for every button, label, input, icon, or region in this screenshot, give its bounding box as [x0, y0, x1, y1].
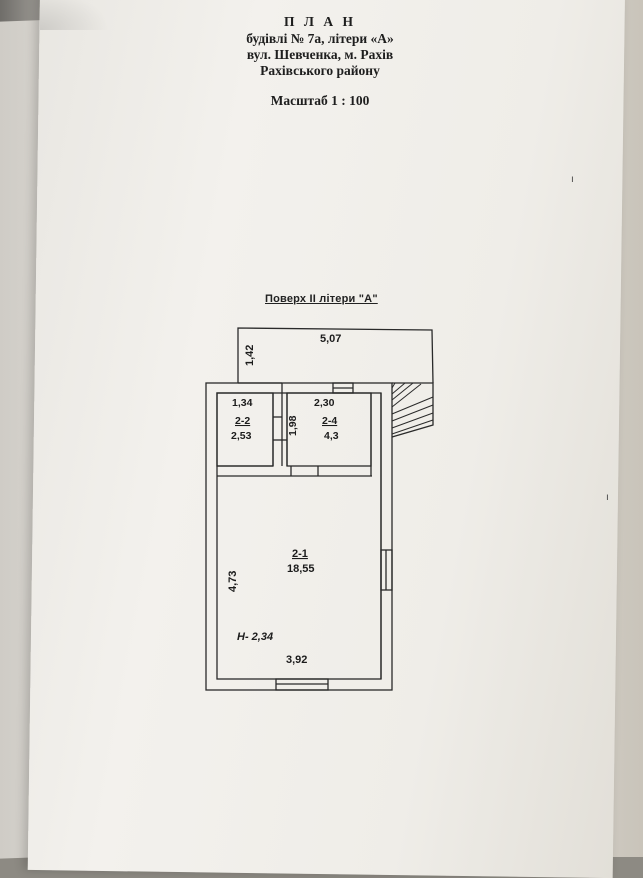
- margin-mark: ı: [571, 174, 574, 185]
- balcony-width: 5,07: [320, 333, 341, 345]
- floor-plan-drawing: 5,07 1,42 1,34 2-2 2,53 2,30 1,98 2-4 4,…: [205, 327, 434, 691]
- room-2-1-depth: 4,73: [227, 571, 239, 592]
- margin-mark: ı: [606, 492, 609, 503]
- building-line: будівлі № 7а, літери «А»: [246, 31, 394, 46]
- room-2-4-depth: 1,98: [287, 415, 299, 436]
- street-line: вул. Шевченка, м. Рахів: [246, 47, 394, 62]
- balcony-depth: 1,42: [244, 345, 256, 366]
- page-shadow: [40, 0, 110, 30]
- room-2-4-id: 2-4: [322, 415, 337, 427]
- scale-label: Масштаб 1 : 100: [270, 93, 370, 108]
- document-title: П Л А Н: [284, 14, 356, 29]
- floor-title: Поверх ІІ літери "А": [265, 293, 378, 305]
- room-2-1-area: 18,55: [287, 563, 315, 575]
- room-2-2-id: 2-2: [235, 415, 250, 427]
- room-2-4-area: 4,3: [324, 430, 339, 442]
- room-2-2-area: 2,53: [231, 430, 252, 442]
- balcony-outline: [237, 327, 434, 384]
- room-2-4-width: 2,30: [314, 397, 335, 409]
- room-2-1-width: 3,92: [286, 654, 307, 666]
- room-2-1-id: 2-1: [292, 548, 308, 560]
- district-line: Рахівського району: [260, 63, 380, 78]
- ceiling-height: Н- 2,34: [237, 631, 273, 643]
- room-2-2-width: 1,34: [232, 397, 253, 409]
